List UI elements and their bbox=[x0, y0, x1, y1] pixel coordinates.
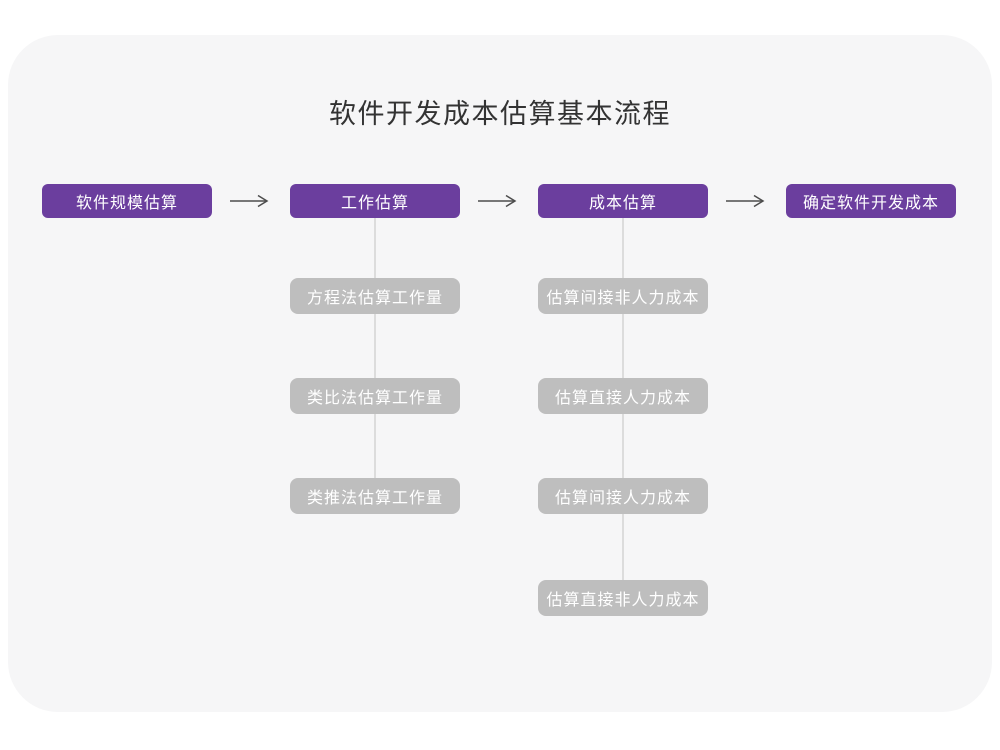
substep-analogy-method-workload: 类比法估算工作量 bbox=[290, 378, 460, 414]
flow-arrow-icon bbox=[478, 194, 517, 208]
connector-line-work-estimation bbox=[374, 218, 376, 480]
main-step-determine-software-dev-cost: 确定软件开发成本 bbox=[786, 184, 956, 218]
main-step-software-scale-estimation: 软件规模估算 bbox=[42, 184, 212, 218]
substep-indirect-labor-cost: 估算间接人力成本 bbox=[538, 478, 708, 514]
background-panel bbox=[8, 35, 992, 712]
flow-arrow-icon bbox=[230, 194, 269, 208]
main-step-cost-estimation: 成本估算 bbox=[538, 184, 708, 218]
diagram-title: 软件开发成本估算基本流程 bbox=[329, 99, 671, 129]
substep-direct-nonlabor-cost: 估算直接非人力成本 bbox=[538, 580, 708, 616]
substep-equation-method-workload: 方程法估算工作量 bbox=[290, 278, 460, 314]
substep-extrapolation-method-workload: 类推法估算工作量 bbox=[290, 478, 460, 514]
substep-direct-labor-cost: 估算直接人力成本 bbox=[538, 378, 708, 414]
main-step-work-estimation: 工作估算 bbox=[290, 184, 460, 218]
substep-indirect-nonlabor-cost: 估算间接非人力成本 bbox=[538, 278, 708, 314]
flow-arrow-icon bbox=[726, 194, 765, 208]
